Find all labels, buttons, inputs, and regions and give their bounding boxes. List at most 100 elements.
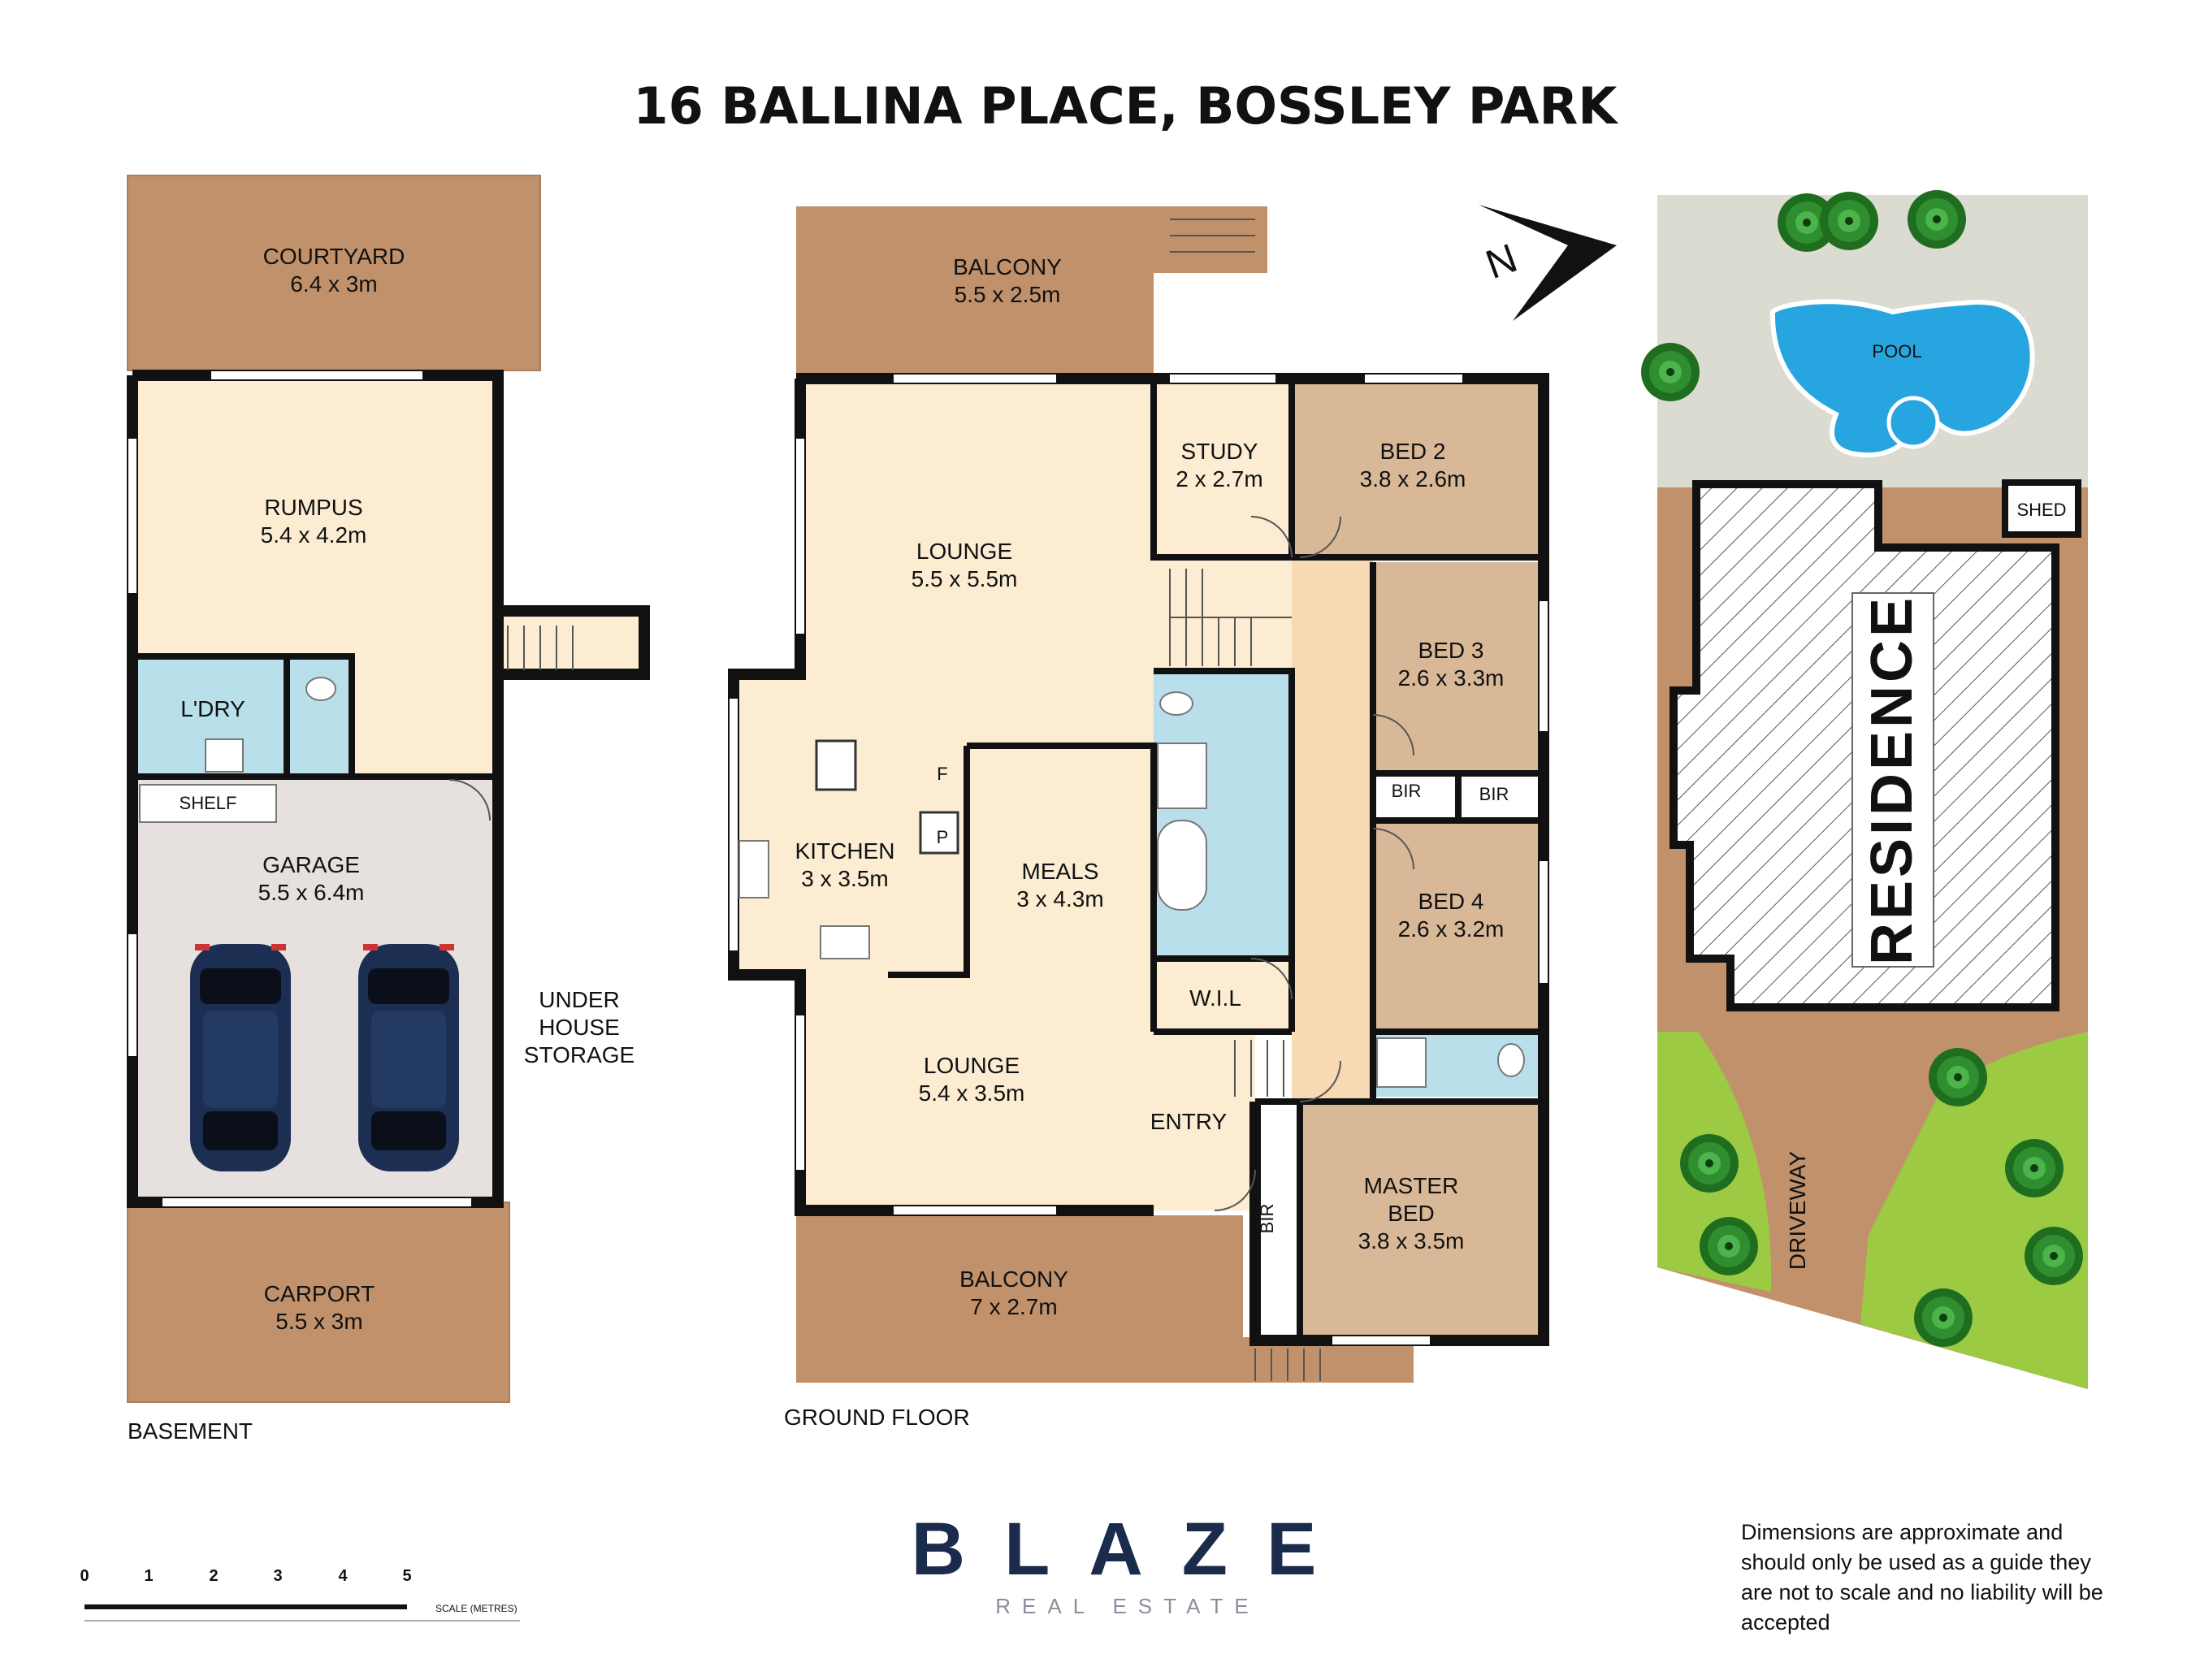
bed2-room <box>1292 379 1544 557</box>
bed2-name: BED 2 <box>1380 439 1446 464</box>
basement-stairs <box>507 626 574 670</box>
study-name: STUDY <box>1181 439 1258 464</box>
north-letter: N <box>1479 235 1522 288</box>
bed4-name: BED 4 <box>1418 889 1484 914</box>
kitchen-size: 3 x 3.5m <box>801 866 888 891</box>
balcony-top-area <box>796 206 1154 374</box>
scale-tick-1: 1 <box>144 1567 153 1585</box>
wil-room <box>1154 959 1292 1032</box>
ensuite-shower <box>1376 1037 1427 1088</box>
ground-shower <box>1157 743 1207 809</box>
scale-tick-3: 3 <box>273 1567 282 1585</box>
balcony-bottom-area <box>796 1215 1243 1383</box>
courtyard-size: 6.4 x 3m <box>290 271 377 297</box>
bir-walls <box>1370 773 1462 821</box>
bir-label-1: BIR <box>1392 781 1422 801</box>
laundry-name: L'DRY <box>180 696 245 721</box>
basement-outer-wall <box>127 370 504 1208</box>
lounge-top-name: LOUNGE <box>916 539 1012 564</box>
bed2-size: 3.8 x 2.6m <box>1360 466 1466 491</box>
balcony-bottom-size: 7 x 2.7m <box>970 1294 1057 1319</box>
tree-icon <box>1820 192 1878 250</box>
fridge-label: F <box>937 764 947 784</box>
residence-label-bg <box>1851 592 1934 968</box>
laundry-tub <box>205 738 244 773</box>
fridge-space <box>815 739 857 791</box>
kitchen-name: KITCHEN <box>795 838 895 864</box>
master-bed-room <box>1255 1102 1544 1337</box>
study-size: 2 x 2.7m <box>1176 466 1262 491</box>
balcony-top-size: 5.5 x 2.5m <box>955 282 1061 307</box>
lounge-bottom-size: 5.4 x 3.5m <box>919 1080 1025 1106</box>
tree-icon <box>1929 1048 1987 1106</box>
tree-icon <box>2005 1139 2064 1197</box>
storage-line-3: STORAGE <box>524 1042 634 1067</box>
master-name-2: BED <box>1388 1201 1435 1226</box>
pool-shape <box>1769 299 2035 458</box>
lounge-bottom-room <box>800 975 1154 1210</box>
disclaimer-line-1: Dimensions are approximate and <box>1741 1520 2063 1544</box>
ground-stairs <box>1169 219 1321 1381</box>
ground-door-swings <box>1214 516 1414 1211</box>
bathroom <box>1154 674 1292 959</box>
tree-icon <box>1700 1217 1758 1275</box>
basement-plan: COURTYARD 6.4 x 3m RUMPUS 5.4 x 4.2m L'D… <box>127 175 650 1444</box>
bed4-size: 2.6 x 3.2m <box>1398 916 1505 942</box>
wil-label: W.I.L <box>1189 985 1241 1011</box>
basement-toilet <box>305 677 336 701</box>
hallway <box>1292 557 1373 1102</box>
scale-tick-5: 5 <box>402 1567 411 1585</box>
pool-label: POOL <box>1872 341 1921 362</box>
ground-outer-wall-west <box>728 379 1154 1216</box>
balcony-top-stairs <box>1154 206 1267 273</box>
ground-floor-plan: BALCONY 5.5 x 2.5m LOUNGE 5.5 x 5.5m STU… <box>728 206 1549 1430</box>
car-right <box>358 944 459 1171</box>
pantry-label: P <box>937 827 949 847</box>
scale-tick-0: 0 <box>80 1567 89 1585</box>
entry-label: ENTRY <box>1150 1109 1228 1134</box>
bed3-size: 2.6 x 3.3m <box>1398 665 1505 691</box>
pantry <box>919 811 959 855</box>
carport-area <box>127 1202 510 1403</box>
entry-area <box>1154 1032 1255 1210</box>
storage-line-1: UNDER <box>539 987 620 1012</box>
master-bir <box>1255 1102 1300 1337</box>
ground-floor-label: GROUND FLOOR <box>784 1405 970 1430</box>
shed-building <box>2002 479 2081 538</box>
carport-size: 5.5 x 3m <box>275 1309 362 1334</box>
storage-line-2: HOUSE <box>539 1015 620 1040</box>
scale-tick-2: 2 <box>209 1567 218 1585</box>
basement-stair-landing <box>498 611 644 674</box>
car-left <box>190 944 291 1171</box>
courtyard-area <box>127 175 541 371</box>
basement-wc <box>287 656 352 777</box>
meals-size: 3 x 4.3m <box>1016 886 1103 911</box>
basement-floor-label: BASEMENT <box>128 1418 253 1444</box>
disclaimer-line-3: are not to scale and no liability will b… <box>1741 1580 2103 1604</box>
brand-logo: BLAZE <box>912 1508 1356 1591</box>
shed-label: SHED <box>2016 500 2066 520</box>
driveway-path <box>1771 1056 1958 1324</box>
scale-label: SCALE (METRES) <box>435 1603 518 1614</box>
bed3-name: BED 3 <box>1418 638 1484 663</box>
disclaimer-line-2: should only be used as a guide they <box>1741 1550 2091 1574</box>
brand-subtitle: REAL ESTATE <box>995 1594 1259 1618</box>
master-name-1: MASTER <box>1364 1173 1459 1198</box>
bed4-room <box>1373 821 1544 1032</box>
meals-walls <box>888 743 1157 1032</box>
lounge-top-room <box>800 379 1154 975</box>
cooktop <box>820 925 870 959</box>
garage-name: GARAGE <box>262 852 360 877</box>
stair-hall <box>1154 557 1292 671</box>
tree-icon <box>1680 1134 1739 1193</box>
ensuite-toilet <box>1497 1043 1525 1077</box>
tree-icon <box>1908 190 1966 249</box>
meals-name: MEALS <box>1022 859 1099 884</box>
spa-shape <box>1886 396 1940 449</box>
compass: N <box>1479 205 1617 321</box>
bed3-room <box>1373 562 1544 773</box>
scale-bar: 0 1 2 3 4 5 SCALE (METRES) <box>80 1567 520 1622</box>
balcony-top-name: BALCONY <box>953 254 1062 279</box>
kitchen-bay <box>734 674 888 975</box>
site-plan: RESIDENCE POOL SHED DRIVEWAY <box>1641 190 2088 1389</box>
